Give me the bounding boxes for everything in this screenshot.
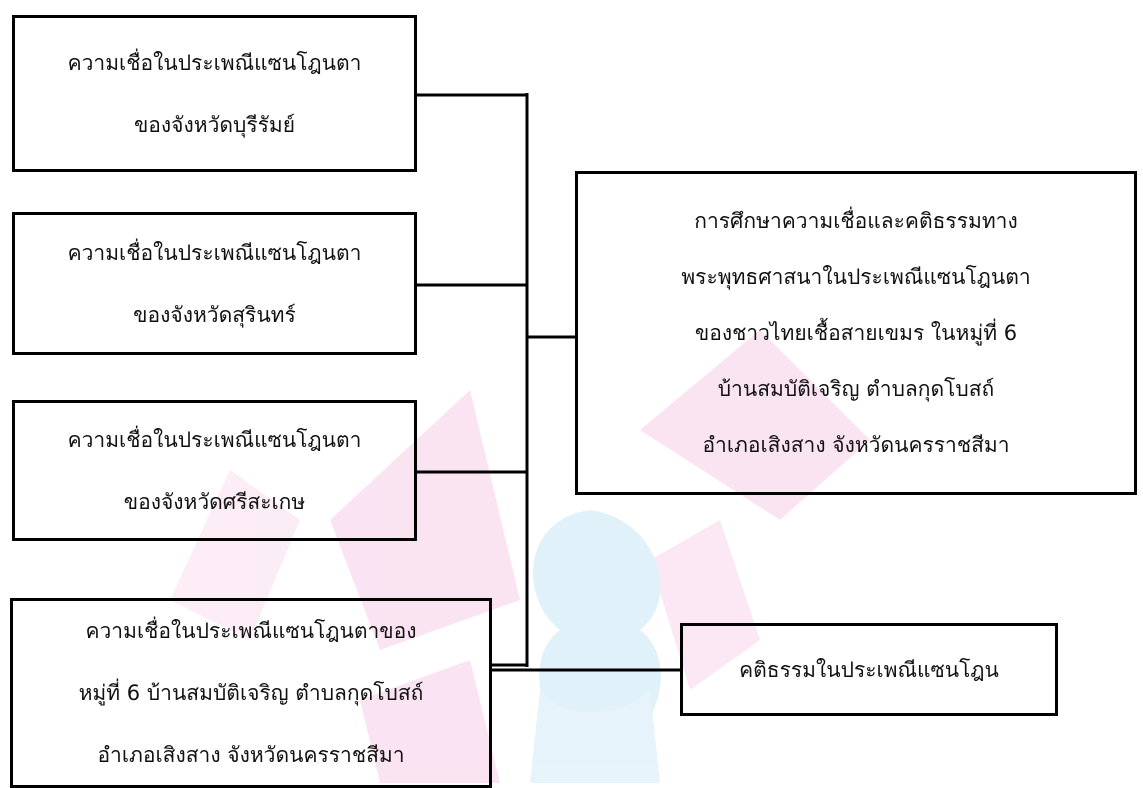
source-box-sisaket: ความเชื่อในประเพณีแซนโฎนตา ของจังหวัดศรี…: [12, 400, 417, 541]
box-text-line: การศึกษาความเชื่อและคติธรรมทาง: [694, 209, 1018, 233]
box-text-line: อำเภอเสิงสาง จังหวัดนครราชสีมา: [702, 433, 1010, 457]
source-box-buriram: ความเชื่อในประเพณีแซนโฎนตา ของจังหวัดบุร…: [12, 15, 417, 172]
box-text-line: ของจังหวัดศรีสะเกษ: [123, 489, 306, 514]
box-text-line: ความเชื่อในประเพณีแซนโฎนตา: [67, 427, 362, 452]
target-box-study: การศึกษาความเชื่อและคติธรรมทาง พระพุทธศา…: [575, 171, 1137, 495]
source-box-surin: ความเชื่อในประเพณีแซนโฎนตา ของจังหวัดสุร…: [12, 212, 417, 355]
box-text-line: ของจังหวัดบุรีรัมย์: [133, 112, 296, 137]
box-text-line: คติธรรมในประเพณีแซนโฎน: [739, 657, 999, 682]
box-text-line: อำเภอเสิงสาง จังหวัดนครราชสีมา: [97, 743, 405, 767]
box-text-line: ของชาวไทยเชื้อสายเขมร ในหมู่ที่ 6: [694, 321, 1018, 345]
box-text-line: ความเชื่อในประเพณีแซนโฎนตา: [67, 50, 362, 75]
box-text-line: ความเชื่อในประเพณีแซนโฎนตา: [67, 240, 362, 265]
outcome-box-dhamma: คติธรรมในประเพณีแซนโฎน: [680, 623, 1058, 716]
box-text-line: ของจังหวัดสุรินทร์: [133, 302, 296, 327]
box-text-line: หมู่ที่ 6 บ้านสมบัติเจริญ ตำบลกุดโบสถ์: [78, 681, 424, 705]
box-text-line: พระพุทธศาสนาในประเพณีแซนโฎนตา: [681, 265, 1031, 289]
source-box-village: ความเชื่อในประเพณีแซนโฎนตาของ หมู่ที่ 6 …: [10, 598, 492, 788]
box-text-line: ความเชื่อในประเพณีแซนโฎนตาของ: [85, 619, 417, 643]
box-text-line: บ้านสมบัติเจริญ ตำบลกุดโบสถ์: [717, 377, 995, 401]
